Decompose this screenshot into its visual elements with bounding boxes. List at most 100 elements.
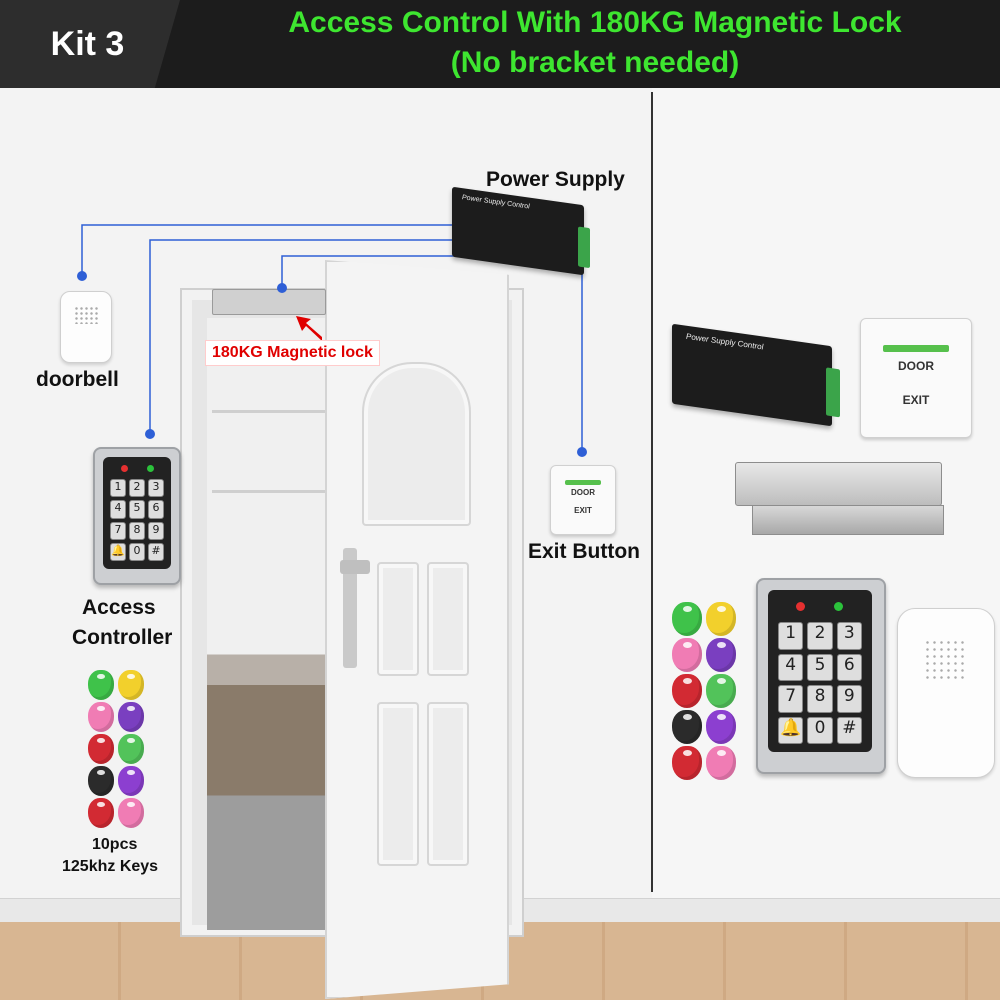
wire-doorbell xyxy=(81,224,462,276)
key-fob-icon xyxy=(118,734,144,764)
keypad-key: 🔔 xyxy=(778,716,804,744)
key-fob-icon xyxy=(672,638,702,672)
key-fob-icon xyxy=(706,638,736,672)
key-fob-icon xyxy=(88,798,114,828)
door-handle xyxy=(340,560,370,574)
kit-label: Kit 3 xyxy=(50,25,125,63)
access-controller-label-line1: Access xyxy=(82,596,156,619)
key-fob-icon xyxy=(706,602,736,636)
header-bar: Kit 3 Access Control With 180KG Magnetic… xyxy=(0,0,1000,88)
key-fob-icon xyxy=(88,734,114,764)
keypad-key: 4 xyxy=(110,500,126,519)
kit-exit-button-stripe xyxy=(883,345,949,352)
kit-speaker-grille-icon xyxy=(924,639,968,681)
keypad-key: 8 xyxy=(807,685,833,713)
section-divider xyxy=(651,92,653,892)
keypad-key: 7 xyxy=(778,685,804,713)
key-fob-icon xyxy=(706,710,736,744)
terminal-block xyxy=(578,226,590,269)
key-fob-icon xyxy=(672,674,702,708)
door-opening xyxy=(207,318,335,930)
keypad-key: 2 xyxy=(129,479,145,498)
kit-exit-button-door-text: DOOR xyxy=(898,359,934,373)
kit-armature-plate xyxy=(752,505,944,535)
kit-led-red xyxy=(796,602,805,611)
wire-maglock xyxy=(281,255,462,292)
door-panel xyxy=(427,702,469,866)
door-panel xyxy=(377,562,419,676)
doorbell-label: doorbell xyxy=(36,368,119,391)
key-fob-icon xyxy=(88,670,114,700)
key-fob-icon xyxy=(706,674,736,708)
kit-exit-button-exit-text: EXIT xyxy=(902,393,930,407)
title-line-2: (No bracket needed) xyxy=(450,46,740,79)
keypad-key: 6 xyxy=(836,653,862,681)
keypad-key: 6 xyxy=(148,500,164,519)
wire-endpoint-dot xyxy=(577,447,587,457)
kit-doorbell xyxy=(897,608,995,778)
shelf xyxy=(212,410,332,413)
keypad-key: # xyxy=(148,542,164,561)
keypad-key: 1 xyxy=(778,622,804,650)
keypad-key: # xyxy=(836,716,862,744)
keypad-key: 7 xyxy=(110,521,126,540)
shelf xyxy=(212,490,332,493)
keypad-key: 9 xyxy=(836,685,862,713)
wire-endpoint-dot xyxy=(277,283,287,293)
key-fob-icon xyxy=(118,670,144,700)
led-red xyxy=(121,465,128,472)
key-fob-icon xyxy=(88,702,114,732)
kit-magnetic-lock xyxy=(735,462,942,506)
keypad-key: 3 xyxy=(836,622,862,650)
speaker-grille-icon xyxy=(74,306,98,324)
exit-button-stripe xyxy=(565,480,601,485)
door-panel-arch xyxy=(362,362,471,526)
lock-pointer-arrow-icon xyxy=(296,316,322,341)
keypad-key: 9 xyxy=(148,521,164,540)
door-handle-plate xyxy=(343,548,357,668)
power-supply-label: Power Supply xyxy=(486,168,625,191)
wire-endpoint-dot xyxy=(77,271,87,281)
keypad-key: 2 xyxy=(807,622,833,650)
keys-label-line1: 10pcs xyxy=(92,836,138,853)
exit-button-exit-text: EXIT xyxy=(574,506,592,515)
kit-led-green xyxy=(834,602,843,611)
key-fob-icon xyxy=(672,746,702,780)
key-fob-icon xyxy=(118,702,144,732)
keypad-key: 0 xyxy=(129,542,145,561)
keypad-key: 1 xyxy=(110,479,126,498)
key-fob-icon xyxy=(118,766,144,796)
keys-label-line2: 125khz Keys xyxy=(62,858,159,875)
wire-endpoint-dot xyxy=(145,429,155,439)
keypad-key: 5 xyxy=(807,653,833,681)
keypad-key: 0 xyxy=(807,716,833,744)
keypad-key: 🔔 xyxy=(110,542,126,561)
access-controller-label-line2: Controller xyxy=(72,626,173,649)
power-supply-plate-text: Power Supply Control xyxy=(462,194,530,211)
exit-button-device: DOOR EXIT xyxy=(550,465,616,535)
kit-terminal-block xyxy=(826,367,840,418)
exit-button-door-text: DOOR xyxy=(571,488,595,497)
key-fob-icon xyxy=(88,766,114,796)
keypad-key: 3 xyxy=(148,479,164,498)
led-green xyxy=(147,465,154,472)
key-fob-icon xyxy=(118,798,144,828)
kit-tab xyxy=(0,0,180,88)
magnetic-lock xyxy=(212,289,326,315)
key-fob-icon xyxy=(672,602,702,636)
magnetic-lock-label: 180KG Magnetic lock xyxy=(205,340,380,366)
doorbell xyxy=(60,291,112,363)
exit-button-label: Exit Button xyxy=(528,540,640,563)
door-panel xyxy=(427,562,469,676)
wire-controller xyxy=(149,239,462,432)
keypad-key: 5 xyxy=(129,500,145,519)
kit-power-supply-plate-text: Power Supply Control xyxy=(686,331,764,352)
keypad-key: 8 xyxy=(129,521,145,540)
